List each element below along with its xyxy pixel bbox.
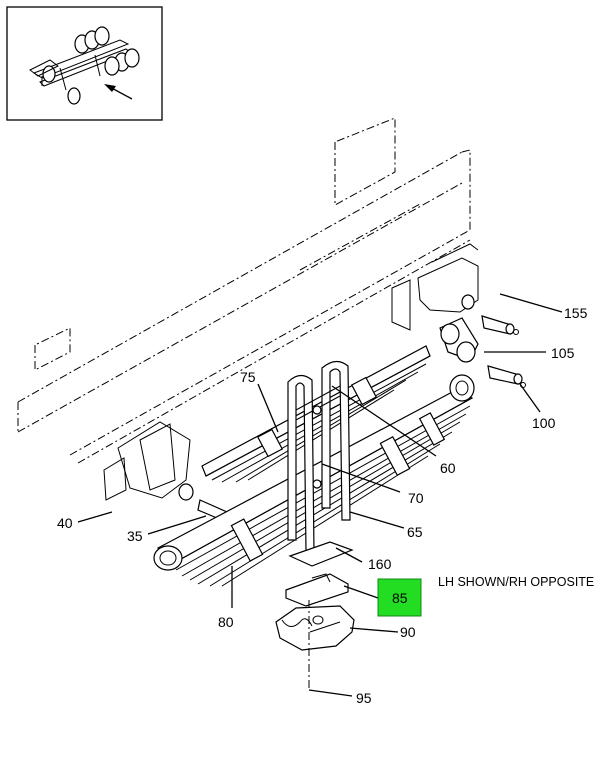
callout-70[interactable]: 70	[408, 490, 424, 506]
truck-chassis-thumbnail	[29, 26, 140, 105]
callout-160[interactable]: 160	[368, 556, 392, 572]
callout-40[interactable]: 40	[57, 515, 73, 531]
callout-65[interactable]: 65	[407, 524, 423, 540]
callout-105[interactable]: 105	[551, 345, 575, 361]
frame-rail	[17, 117, 471, 464]
callout-155[interactable]: 155	[564, 305, 588, 321]
callout-95[interactable]: 95	[356, 690, 372, 706]
leader-lines	[77, 293, 563, 697]
axle-seat	[275, 605, 355, 651]
highlight-box-85[interactable]	[377, 578, 422, 617]
orientation-note: LH SHOWN/RH OPPOSITE	[438, 575, 594, 589]
front-spring-hanger	[103, 421, 242, 528]
callout-labels: 155 105 100 75 60 70 65 40 35 160 85 90 …	[57, 305, 588, 706]
callout-75[interactable]: 75	[240, 369, 256, 385]
rear-spring-hanger	[391, 243, 479, 331]
locator-inset	[6, 6, 163, 121]
leaf-spring	[153, 374, 475, 587]
callout-35[interactable]: 35	[127, 528, 143, 544]
callout-90[interactable]: 90	[400, 624, 416, 640]
locator-arrow	[104, 84, 133, 100]
callout-80[interactable]: 80	[218, 614, 234, 630]
shackle-assembly	[439, 315, 526, 388]
callout-85[interactable]: 85	[392, 590, 408, 606]
u-bolts	[287, 360, 351, 553]
callout-60[interactable]: 60	[440, 460, 456, 476]
callout-100[interactable]: 100	[532, 415, 556, 431]
